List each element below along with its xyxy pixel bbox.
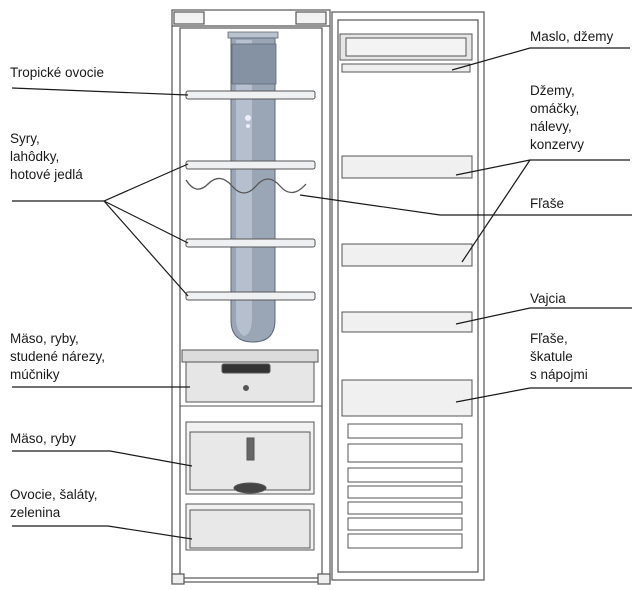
shelf-3 [185,238,316,248]
label-fo-8: Fľaše [530,196,564,211]
label-tropical-fruit: Tropické ovocie [10,65,105,80]
leader-lines [11,47,632,540]
label-meat-fish-cold-cuts: Mäso, ryby, studené nárezy, múčniky [10,331,106,382]
shelf-1 [185,90,316,100]
door-vent-grid [347,423,463,549]
door-shelves [341,155,473,417]
chiller-drawer [180,349,322,407]
shelf-2 [185,160,316,170]
label-meat-fish: Mäso, ryby [10,431,77,446]
label-eggs: Vajcia [530,291,566,306]
label-fruit-veg: Ovocie, šaláty, zelenina [10,487,98,520]
glass-shelves [185,90,316,301]
water-tank [227,31,279,343]
door-shelf-2 [341,243,473,267]
door-shelf-1 [341,155,473,179]
label-fo-3: Mäso, ryby, studené nárezy, múčniky [10,331,106,382]
door-shelf-3 [341,311,473,333]
label-fo-6: Maslo, džemy [530,29,614,44]
label-butter-jams: Maslo, džemy [530,29,614,44]
fridge-door [331,11,485,581]
label-fo-4: Mäso, ryby [10,431,77,446]
crisper-drawers [185,421,315,551]
bottle-rack [185,177,307,194]
label-fo-1: Tropické ovocie [10,65,105,80]
label-cheese-deli: Syry, lahôdky, hotové jedlá [10,131,83,182]
label-jams-sauces: Džemy, omáčky, nálevy, konzervy [530,83,585,152]
door-shelf-4 [341,379,473,417]
butter-compartment [339,33,473,73]
label-fo-9: Vajcia [530,291,566,306]
label-fo-2: Syry, lahôdky, hotové jedlá [10,131,83,182]
label-bottles-cans: Fľaše, škatule s nápojmi [530,331,588,382]
shelf-4 [185,291,316,301]
label-bottles: Fľaše [530,196,564,211]
label-fo-5: Ovocie, šaláty, zelenina [10,487,98,520]
label-fo-7: Džemy, omáčky, nálevy, konzervy [530,83,585,152]
label-fo-10: Fľaše, škatule s nápojmi [530,331,588,382]
